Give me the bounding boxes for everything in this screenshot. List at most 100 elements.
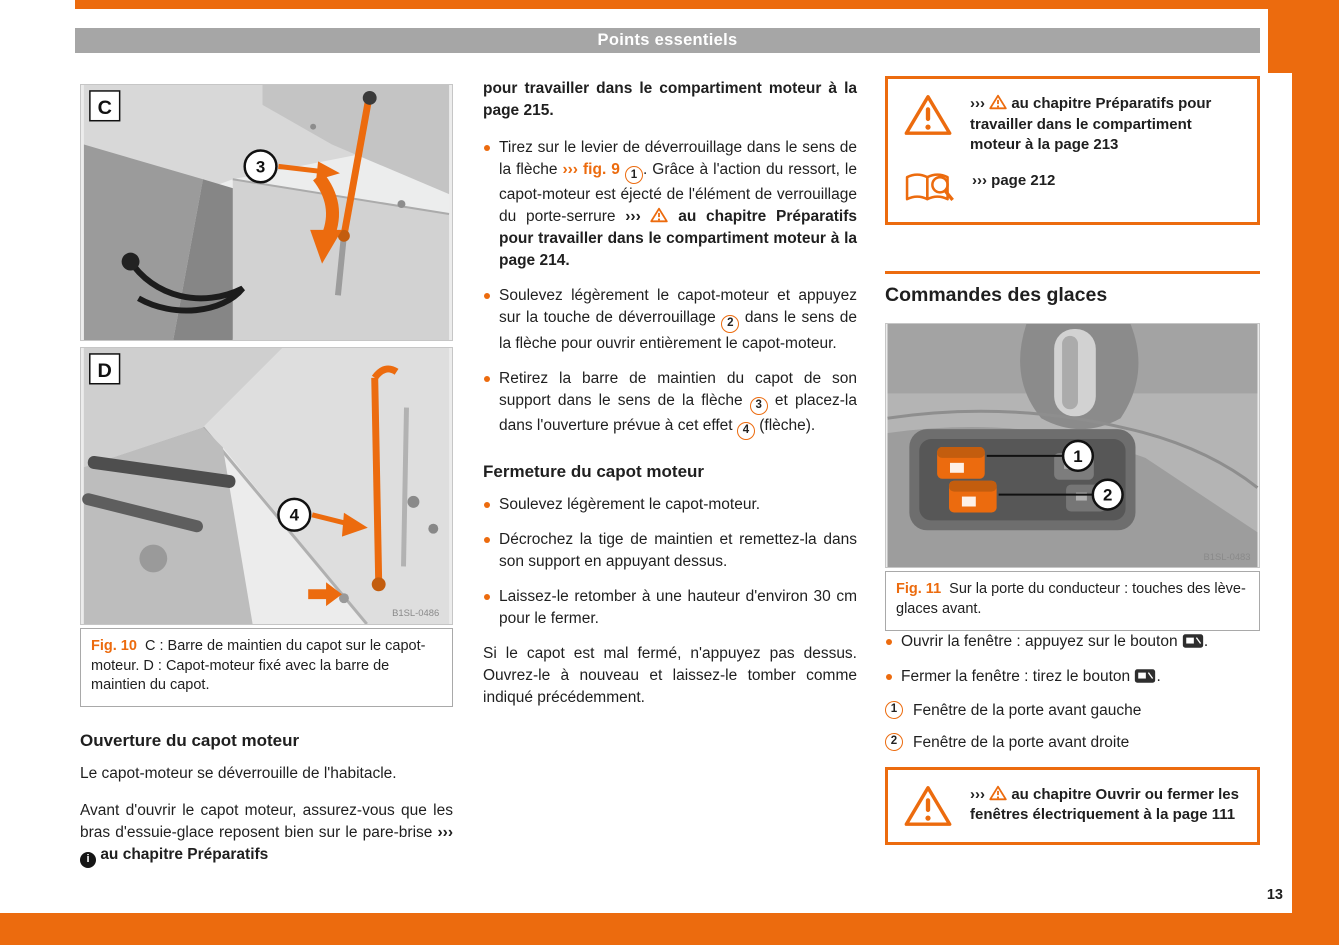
svg-text:2: 2 (1103, 486, 1112, 505)
book-magnifier-icon (905, 173, 954, 202)
chapter-reference: au chapitre Ouvrir ou fermer les fenêtre… (970, 785, 1239, 824)
chapter-header-bar: Points essentiels (75, 28, 1260, 53)
page-frame-right (1292, 0, 1339, 945)
legend-item: 1 Fenêtre de la porte avant gauche (885, 700, 1260, 721)
paragraph: Si le capot est mal fermé, n'appuyez pas… (483, 645, 857, 706)
bullet-marker (484, 145, 490, 151)
svg-text:4: 4 (290, 506, 300, 525)
bullet-text: dans le sens de la flèche pour ouvrir en… (499, 309, 857, 352)
bullet-marker (484, 375, 490, 382)
fig11-label: Fig. 11 (896, 581, 942, 598)
list-item: Soulevez légèrement le capot-moteur. (483, 494, 857, 516)
reference-row-manual: ››› page 212 (902, 169, 1243, 209)
figure-callout-3 (243, 149, 278, 184)
right-column: ››› au chapitre Préparatifs pour travail… (885, 76, 1260, 845)
bullet-text: . (1156, 667, 1161, 685)
motion-arrow-right (308, 582, 342, 607)
callout-ref-3: 3 (749, 396, 768, 415)
info-icon: i (80, 851, 96, 868)
list-item: Retirez la barre de maintien du capot de… (483, 368, 857, 440)
bullet-text: Soulevez légèrement le capot-moteur et a… (499, 287, 857, 327)
instruction-list: Tirez sur le levier de déverrouillage da… (483, 137, 857, 440)
bullet-text: Ouvrir la fenêtre : appuyez sur le bouto… (901, 632, 1178, 650)
bullet-text: Laissez-le retomber à une hauteur d'envi… (499, 588, 857, 627)
instruction-list: Soulevez légèrement le capot-moteur. Déc… (483, 494, 857, 630)
reference-text: ››› au chapitre Ouvrir ou fermer les fen… (970, 783, 1243, 826)
warning-icon (989, 94, 1007, 110)
bullet-text: et placez-la dans l'ouverture prévue à c… (499, 391, 857, 434)
figure-c-label: C (98, 97, 112, 119)
chapter-header-title: Points essentiels (597, 31, 738, 49)
legend-text: Fenêtre de la porte avant droite (913, 733, 1130, 751)
list-item: Soulevez légèrement le capot-moteur et a… (483, 285, 857, 354)
bullet-text: . (1203, 632, 1209, 650)
reference-row-warning: ››› au chapitre Préparatifs pour travail… (902, 92, 1243, 156)
list-item: Ouvrir la fenêtre : appuyez sur le bouto… (885, 631, 1260, 653)
warning-triangle-icon (904, 95, 952, 135)
hood-strut-rod (340, 98, 373, 237)
warning-box: ››› au chapitre Ouvrir ou fermer les fen… (885, 766, 1260, 845)
window-switch-icon (1135, 668, 1156, 683)
hood-support-rod (371, 377, 383, 582)
warning-icon (650, 208, 669, 223)
xref-arrows: ››› (437, 824, 454, 842)
section-heading-ouverture: Ouverture du capot moteur (80, 731, 300, 751)
paragraph-text: Avant d'ouvrir le capot moteur, assurez-… (80, 802, 453, 842)
reference-text: ››› au chapitre Préparatifs pour travail… (970, 92, 1243, 156)
callout-legend: 1 Fenêtre de la porte avant gauche 2 Fen… (885, 700, 1260, 753)
page-number: 13 (1266, 887, 1283, 903)
bullet-text: Retirez la barre de maintien du capot de… (499, 369, 857, 409)
xref-arrows: ››› (625, 208, 641, 226)
figure-d-hood-propped-illustration: 4 B1SL-0486 D (80, 347, 453, 625)
chapter-reference: au chapitre Préparatifs pour travailler … (499, 208, 857, 270)
page-reference: page 212 (991, 172, 1056, 190)
front-window-switches (937, 447, 997, 513)
fig-reference: fig. 9 (583, 161, 620, 178)
list-item: Laissez-le retomber à une hauteur d'envi… (483, 586, 857, 630)
section-heading-fermeture: Fermeture du capot moteur (483, 462, 705, 481)
bullet-marker (484, 594, 490, 600)
window-instruction-list: Ouvrir la fenêtre : appuyez sur le bouto… (885, 631, 1260, 688)
list-item: Décrochez la tige de maintien et remette… (483, 529, 857, 573)
bullet-marker (484, 502, 490, 508)
svg-text:3: 3 (256, 157, 265, 176)
figure-callout-2 (1091, 478, 1124, 511)
hood-cable (126, 257, 246, 314)
legend-text: Fenêtre de la porte avant gauche (913, 701, 1142, 719)
fig11-caption: Fig. 11 Sur la porte du conducteur : tou… (885, 571, 1260, 631)
fig10-caption-text: C : Barre de maintien du capot sur le ca… (91, 638, 426, 694)
wiper-arm (87, 455, 236, 488)
bullet-text: (flèche). (759, 416, 816, 434)
warning-triangle-icon (904, 785, 952, 826)
figure-callout-1 (1061, 439, 1095, 473)
list-item: Fermer la fenêtre : tirez le bouton . (885, 666, 1260, 688)
paragraph: Avant d'ouvrir le capot moteur, assurez-… (80, 800, 453, 868)
xref-arrows: ››› (970, 95, 985, 112)
legend-item: 2 Fenêtre de la porte avant droite (885, 732, 1260, 753)
window-switch-icon (1182, 633, 1204, 648)
callout-arrow (341, 512, 368, 537)
bullet-text: Décrochez la tige de maintien et remette… (499, 531, 857, 570)
section-rule (885, 271, 1260, 275)
fig10-caption: Fig. 10 C : Barre de maintien du capot s… (80, 628, 453, 708)
chapter-reference: au chapitre Préparatifs pour travailler … (970, 95, 1212, 154)
page-frame-top (75, 0, 1339, 9)
xref-arrows: ››› (562, 161, 578, 178)
xref-continuation: pour travailler dans le compartiment mot… (483, 80, 857, 119)
figure-c-hood-strut-illustration: 3 C (80, 84, 453, 341)
callout-ref-1: 1 (624, 166, 643, 185)
bullet-text: . Grâce à l'action du ressort, le capot-… (499, 161, 857, 226)
figure-callout-4 (277, 497, 312, 532)
legend-number-2: 2 (885, 732, 903, 751)
xref-arrows: ››› (970, 785, 985, 803)
fig10-label: Fig. 10 (91, 638, 137, 654)
middle-column: pour travailler dans le compartiment mot… (483, 78, 857, 724)
page-frame-bottom (0, 913, 1339, 945)
bullet-text: Tirez sur le levier de déverrouillage da… (499, 139, 857, 178)
chapter-reference: au chapitre Préparatifs (100, 846, 269, 864)
figure-d-label-box (89, 353, 121, 385)
svg-text:1: 1 (1073, 447, 1082, 466)
reference-box: ››› au chapitre Préparatifs pour travail… (885, 76, 1260, 226)
bullet-marker (886, 673, 892, 680)
